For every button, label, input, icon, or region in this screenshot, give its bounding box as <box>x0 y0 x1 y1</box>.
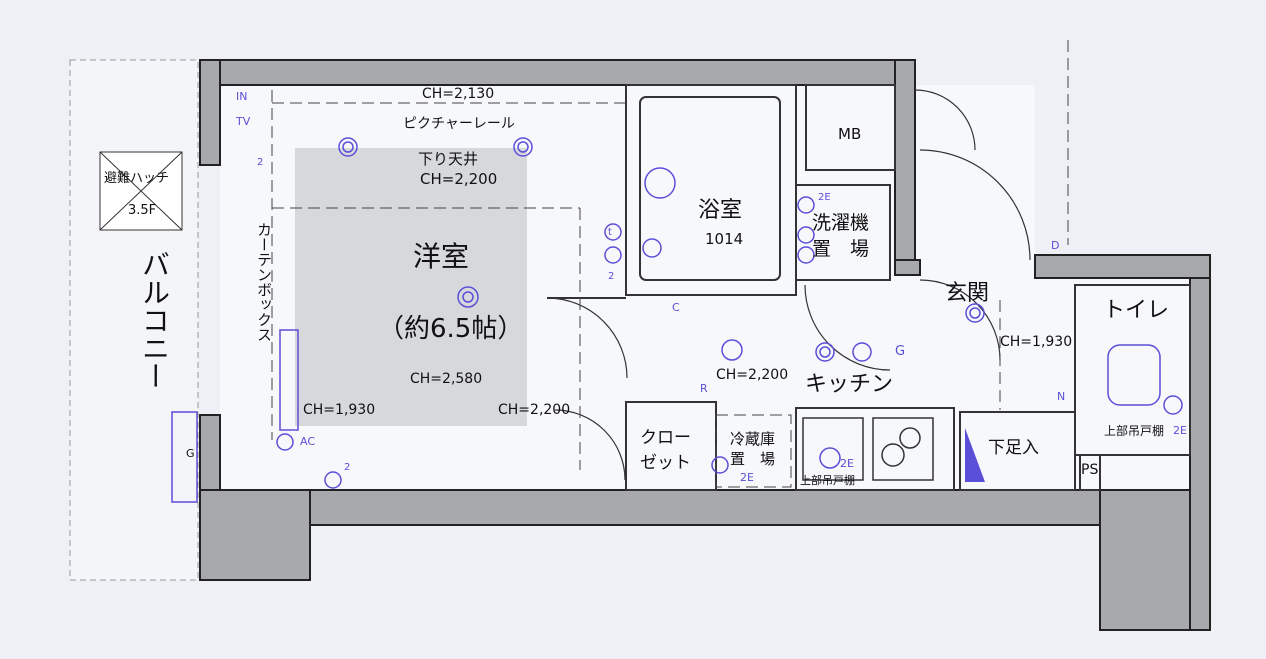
toilet-cabinet-label: 上部吊戸棚 <box>1104 424 1165 438</box>
kitchen-label: キッチン <box>805 372 894 397</box>
ps-label: PS <box>1081 462 1099 478</box>
lowered-ceiling-label: 下り天井 <box>418 150 479 168</box>
closet-label-2: ゼット <box>640 453 691 473</box>
gas-symbol-balcony: G <box>186 447 195 460</box>
thermostat-icon: t <box>608 227 612 238</box>
western-room-size: （約6.5帖） <box>378 314 524 344</box>
balcony-label: バルコニー <box>138 250 171 390</box>
n-symbol: N <box>1057 390 1066 403</box>
tv-outlet-icon: TV <box>236 115 251 128</box>
entrance-ceiling-height: CH=1,930 <box>1000 334 1073 350</box>
western-room-label: 洋室 <box>413 240 470 273</box>
outlet-label: 2E <box>1173 424 1187 437</box>
outlet-count: 2 <box>257 157 264 168</box>
lowered-ceiling-area <box>295 148 527 426</box>
outlet-count: 2 <box>344 462 351 473</box>
shoe-box-label: 下足入 <box>988 438 1039 458</box>
door-ceiling-height: CH=2,200 <box>498 402 571 418</box>
c-symbol: C <box>672 301 680 314</box>
closet-label-1: クロー <box>640 428 691 448</box>
lowered-ceiling-height: CH=2,200 <box>420 170 498 188</box>
gas-symbol: G <box>895 344 906 359</box>
hatch-label: 避難ハッチ <box>104 171 170 186</box>
ceiling-height-label: CH=2,130 <box>422 86 495 102</box>
picture-rail-label: ピクチャーレール <box>403 116 515 132</box>
outlet-label: 2E <box>818 192 831 203</box>
washer-place-label: 置 場 <box>812 238 870 260</box>
toilet-label: トイレ <box>1103 298 1170 323</box>
ac-outlet-label: AC <box>300 435 316 448</box>
walls <box>199 59 1211 631</box>
curtain-box-label: カーテンボックス <box>255 222 273 342</box>
hatch-floor: 3.5F <box>128 203 157 218</box>
r-symbol: R <box>700 382 708 395</box>
kitchen-cabinet-label: 上部吊戸棚 <box>800 474 855 487</box>
outlet-label: 2E <box>840 457 854 470</box>
washer-label: 洗濯機 <box>812 212 870 234</box>
entrance-label: 玄関 <box>945 281 990 306</box>
outlet-count: 2 <box>608 271 615 282</box>
electrical-symbols <box>171 137 1183 503</box>
bathroom-label: 浴室 <box>698 198 743 223</box>
fridge-label: 冷蔵庫 <box>730 430 776 448</box>
outlet-label: 2E <box>740 471 754 484</box>
kitchen-ceiling-height: CH=2,200 <box>716 367 789 383</box>
balcony-area <box>69 59 199 581</box>
internet-outlet-icon: IN <box>236 90 248 103</box>
room-ceiling-height: CH=2,580 <box>410 371 483 387</box>
bathroom-size: 1014 <box>705 230 744 248</box>
mb-label: MB <box>838 125 862 143</box>
window-ceiling-height: CH=1,930 <box>303 402 376 418</box>
d-symbol: D <box>1051 239 1060 252</box>
fridge-place-label: 置 場 <box>730 450 776 468</box>
